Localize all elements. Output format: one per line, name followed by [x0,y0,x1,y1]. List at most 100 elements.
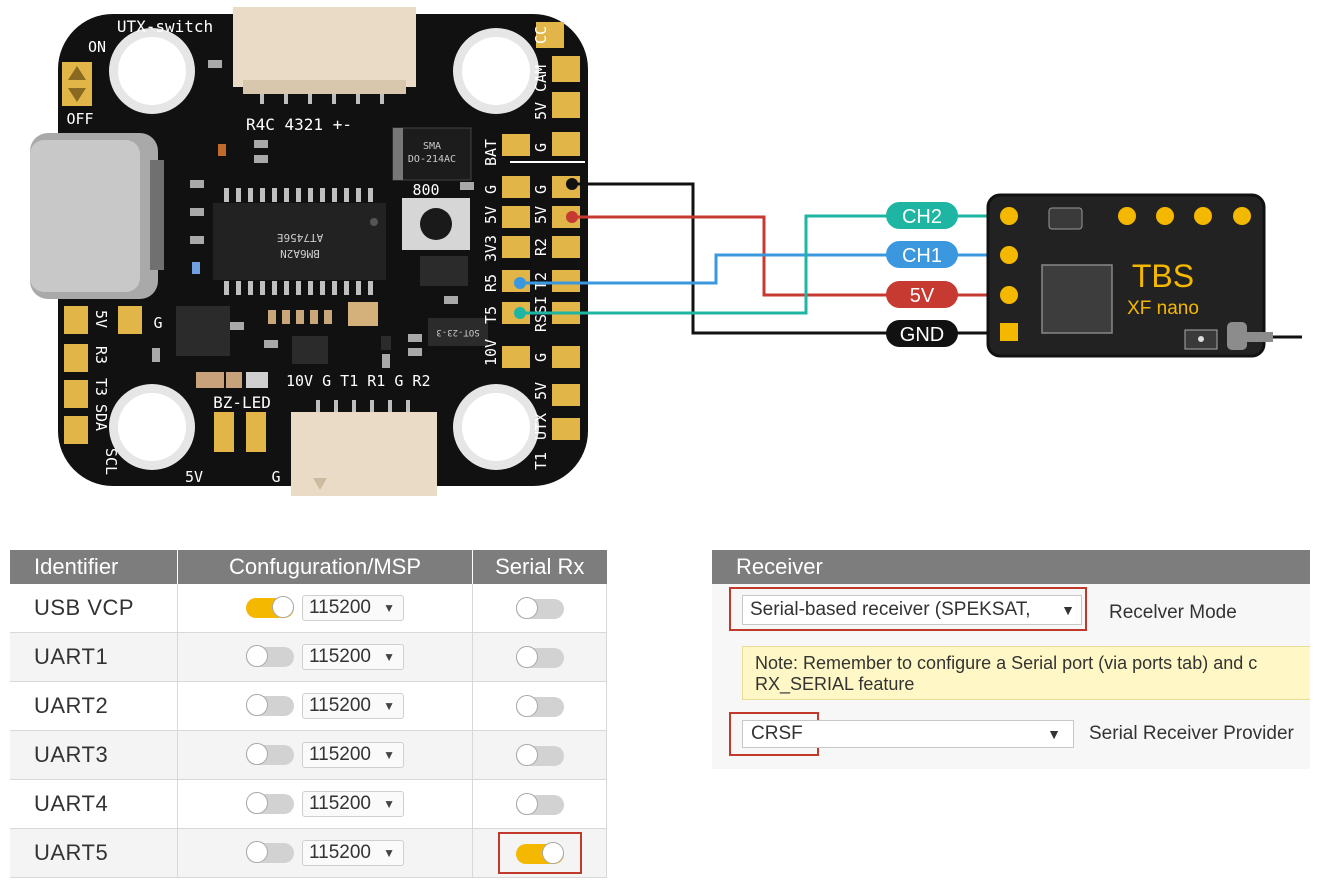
port-config-cell: 115200▼ [177,779,473,829]
wire-label-gnd-text: GND [900,324,944,346]
port-rx-cell [472,584,607,633]
flight-controller-board: AT7456E BM6A2N SMA DO-214AC 800 SOT-23-3 [30,7,588,496]
serial-provider-value: CRSF [751,723,803,744]
right-pad-label: R2 [532,238,550,256]
mounting-hole [109,28,195,114]
wire-label-ch2-text: CH2 [902,206,942,228]
power-switch: ON OFF [62,38,106,128]
serial-rx-toggle[interactable] [515,744,564,767]
port-row-usb-vcp: USB VCP 115200▼ [10,584,607,633]
receiver-note: Note: Remember to configure a Serial por… [742,646,1310,700]
switch-off-label: OFF [66,110,93,128]
port-row-uart1: UART1 115200 ▼ [10,632,607,682]
wire-label-ch2: CH2 [886,202,958,229]
right-inner-label: 5V [482,206,500,224]
ports-table: Identifier Confuguration/MSP Serial Rx U… [10,550,607,878]
receiver-mode-value: Serial-based receiver (SPEKSAT, [750,599,1031,620]
port-rx-cell [472,730,607,780]
port-identifier: USB VCP [10,584,178,633]
tbs-receiver-module: TBS XF nano [986,193,1302,358]
receiver-mode-label: Recelver Mode [1109,602,1237,623]
right-outer-label: CAM [532,65,550,92]
diode-label-2: DO-214AC [408,154,456,165]
diode: SMA DO-214AC [392,127,472,181]
wire-endpoint [566,178,578,190]
baud-select[interactable]: 115200▼ [302,840,404,866]
right-bottom-label: T1 [532,452,550,470]
dropdown-arrow-icon: ▼ [383,797,395,811]
serial-rx-toggle[interactable] [515,793,564,816]
dropdown-arrow-icon: ▼ [1061,602,1075,618]
port-identifier: UART1 [10,632,178,682]
port-identifier: UART3 [10,730,178,780]
wiring-diagram: AT7456E BM6A2N SMA DO-214AC 800 SOT-23-3 [30,7,1302,496]
port-row-uart2: UART2 115200 ▼ [10,681,607,731]
msp-toggle[interactable] [246,596,294,618]
dropdown-arrow-icon: ▼ [383,748,395,762]
left-pad-label: SDA [92,404,110,431]
left-pad-label: SCL [102,448,120,475]
right-pad-labels: CC CAM 5V G BAT G 5V 3V3 R5 T5 10V G 5V … [482,26,550,470]
right-outer-label: G [532,143,550,152]
wire-endpoint [514,307,526,319]
boot-button: 800 [402,181,470,250]
baud-value: 115200 [309,842,371,863]
dropdown-arrow-icon: ▼ [1047,726,1061,742]
dropdown-arrow-icon: ▼ [383,699,395,713]
port-identifier: UART5 [10,828,178,878]
dropdown-arrow-icon: ▼ [383,650,395,664]
msp-toggle[interactable] [246,694,294,716]
baud-select[interactable]: 115200▼ [302,791,404,817]
baud-select[interactable]: 115200▼ [302,742,404,768]
port-rx-cell [472,828,607,878]
left-pads [64,306,266,452]
port-row-uart4: UART4 115200▼ [10,779,607,829]
ports-table-header: Identifier Confuguration/MSP Serial Rx [10,550,607,584]
wire-endpoint [514,277,526,289]
wire-label-5v: 5V [886,281,958,308]
port-identifier: UART2 [10,681,178,731]
header-identifier: Identifier [10,550,178,584]
wire-label-5v-text: 5V [910,285,935,307]
msp-toggle[interactable] [246,645,294,667]
port-config-cell: 115200 ▼ [177,681,473,731]
board-name: UTX-switch [117,17,213,36]
right-outer-label: CC [532,26,550,44]
receiver-title: Receiver [712,550,1310,584]
right-inner-label: 3V3 [482,235,500,262]
bottom-g-label: G [271,468,280,486]
receiver-panel: Receiver Serial-based receiver (SPEKSAT,… [712,550,1310,769]
baud-value: 115200 [309,646,371,667]
usb-c-connector [30,133,164,299]
baud-select[interactable]: 115200▼ [302,595,404,621]
right-inner-label: R5 [482,274,500,292]
port-config-cell: 115200▼ [177,584,473,633]
baud-select[interactable]: 115200 ▼ [302,644,404,670]
port-identifier: UART4 [10,779,178,829]
port-rx-cell [472,632,607,682]
baud-value: 115200 [309,695,371,716]
left-pad-label-g: G [153,314,162,332]
receiver-mode-select[interactable]: Serial-based receiver (SPEKSAT, ▼ [742,595,1082,625]
osd-chip: AT7456E BM6A2N [213,188,386,295]
mounting-hole [109,384,195,470]
left-pad-labels: 5V R3 T3 SDA SCL [92,310,120,475]
msp-toggle[interactable] [246,743,294,765]
msp-toggle[interactable] [246,841,294,863]
serial-provider-select[interactable]: CRSF ▼ [742,720,1074,748]
port-row-uart3: UART3 115200▼ [10,730,607,780]
diode-label-1: SMA [423,141,441,152]
port-row-uart5: UART5 115200▼ [10,828,607,878]
wire-label-ch1: CH1 [886,241,958,268]
mounting-hole [453,28,539,114]
baud-select[interactable]: 115200 ▼ [302,693,404,719]
components: SOT-23-3 [152,60,488,388]
msp-toggle[interactable] [246,792,294,814]
module-brand: TBS [1132,258,1194,294]
serial-rx-toggle[interactable] [515,842,564,865]
serial-provider-label: Serial Receiver Provider [1089,723,1294,744]
wire-gnd [573,182,1003,335]
serial-rx-toggle[interactable] [515,597,564,620]
serial-rx-toggle[interactable] [515,695,564,718]
serial-rx-toggle[interactable] [515,646,564,669]
